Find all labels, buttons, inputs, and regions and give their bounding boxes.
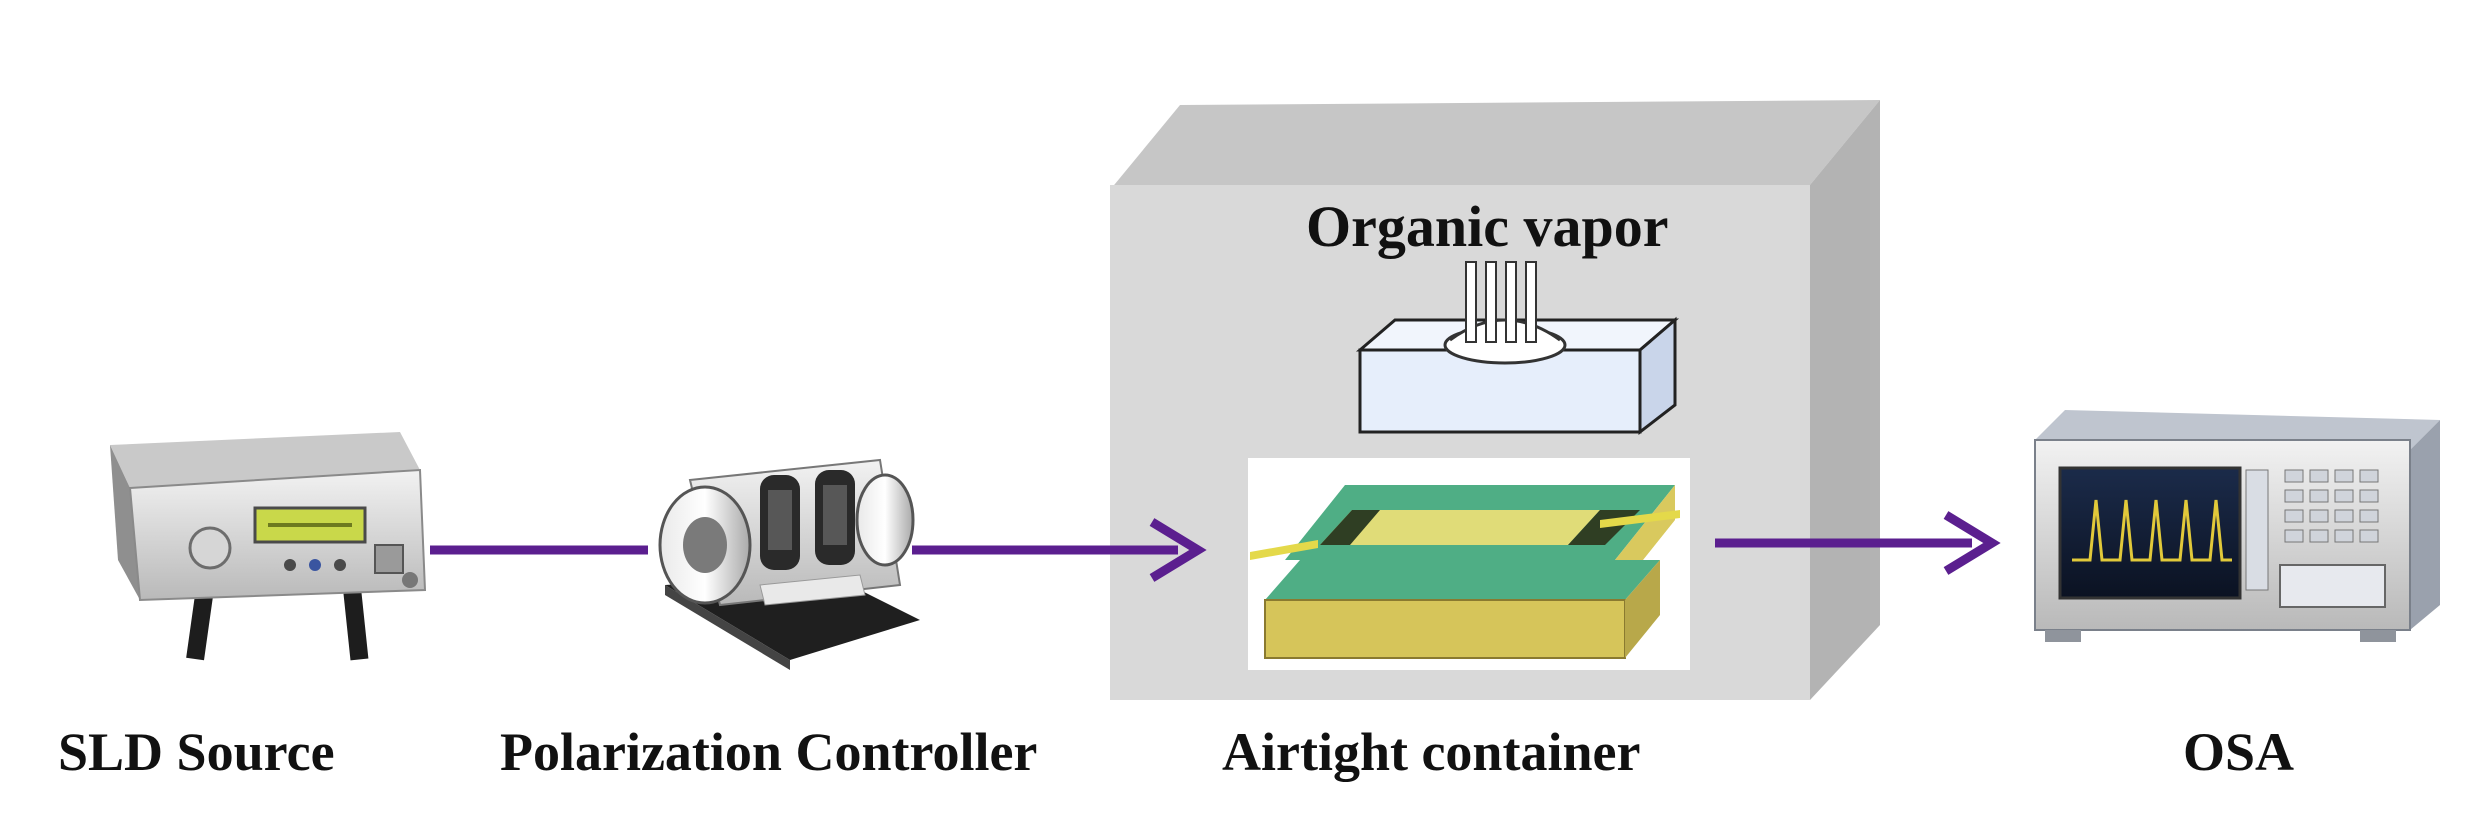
- organic-vapor-label: Organic vapor: [1306, 194, 1669, 259]
- airtight-container-box: [1110, 100, 1880, 700]
- sld-source-label: SLD Source: [58, 722, 335, 782]
- container-top: [1110, 100, 1880, 190]
- fiber-arrow-pc-to-container: [912, 518, 1207, 582]
- container-side: [1810, 100, 1880, 700]
- optical-spectrum-analyzer-icon: [2034, 410, 2440, 642]
- airtight-container-label: Airtight container: [1222, 722, 1641, 782]
- sensor-chip: [1248, 458, 1690, 670]
- polarization-controller-label: Polarization Controller: [500, 722, 1038, 782]
- vapor-source: [1355, 261, 1680, 436]
- polarization-controller-icon: [658, 458, 920, 670]
- osa-label: OSA: [2183, 722, 2295, 782]
- fiber-arrow-container-to-osa: [1715, 511, 2001, 575]
- sld-source-icon: [110, 432, 427, 661]
